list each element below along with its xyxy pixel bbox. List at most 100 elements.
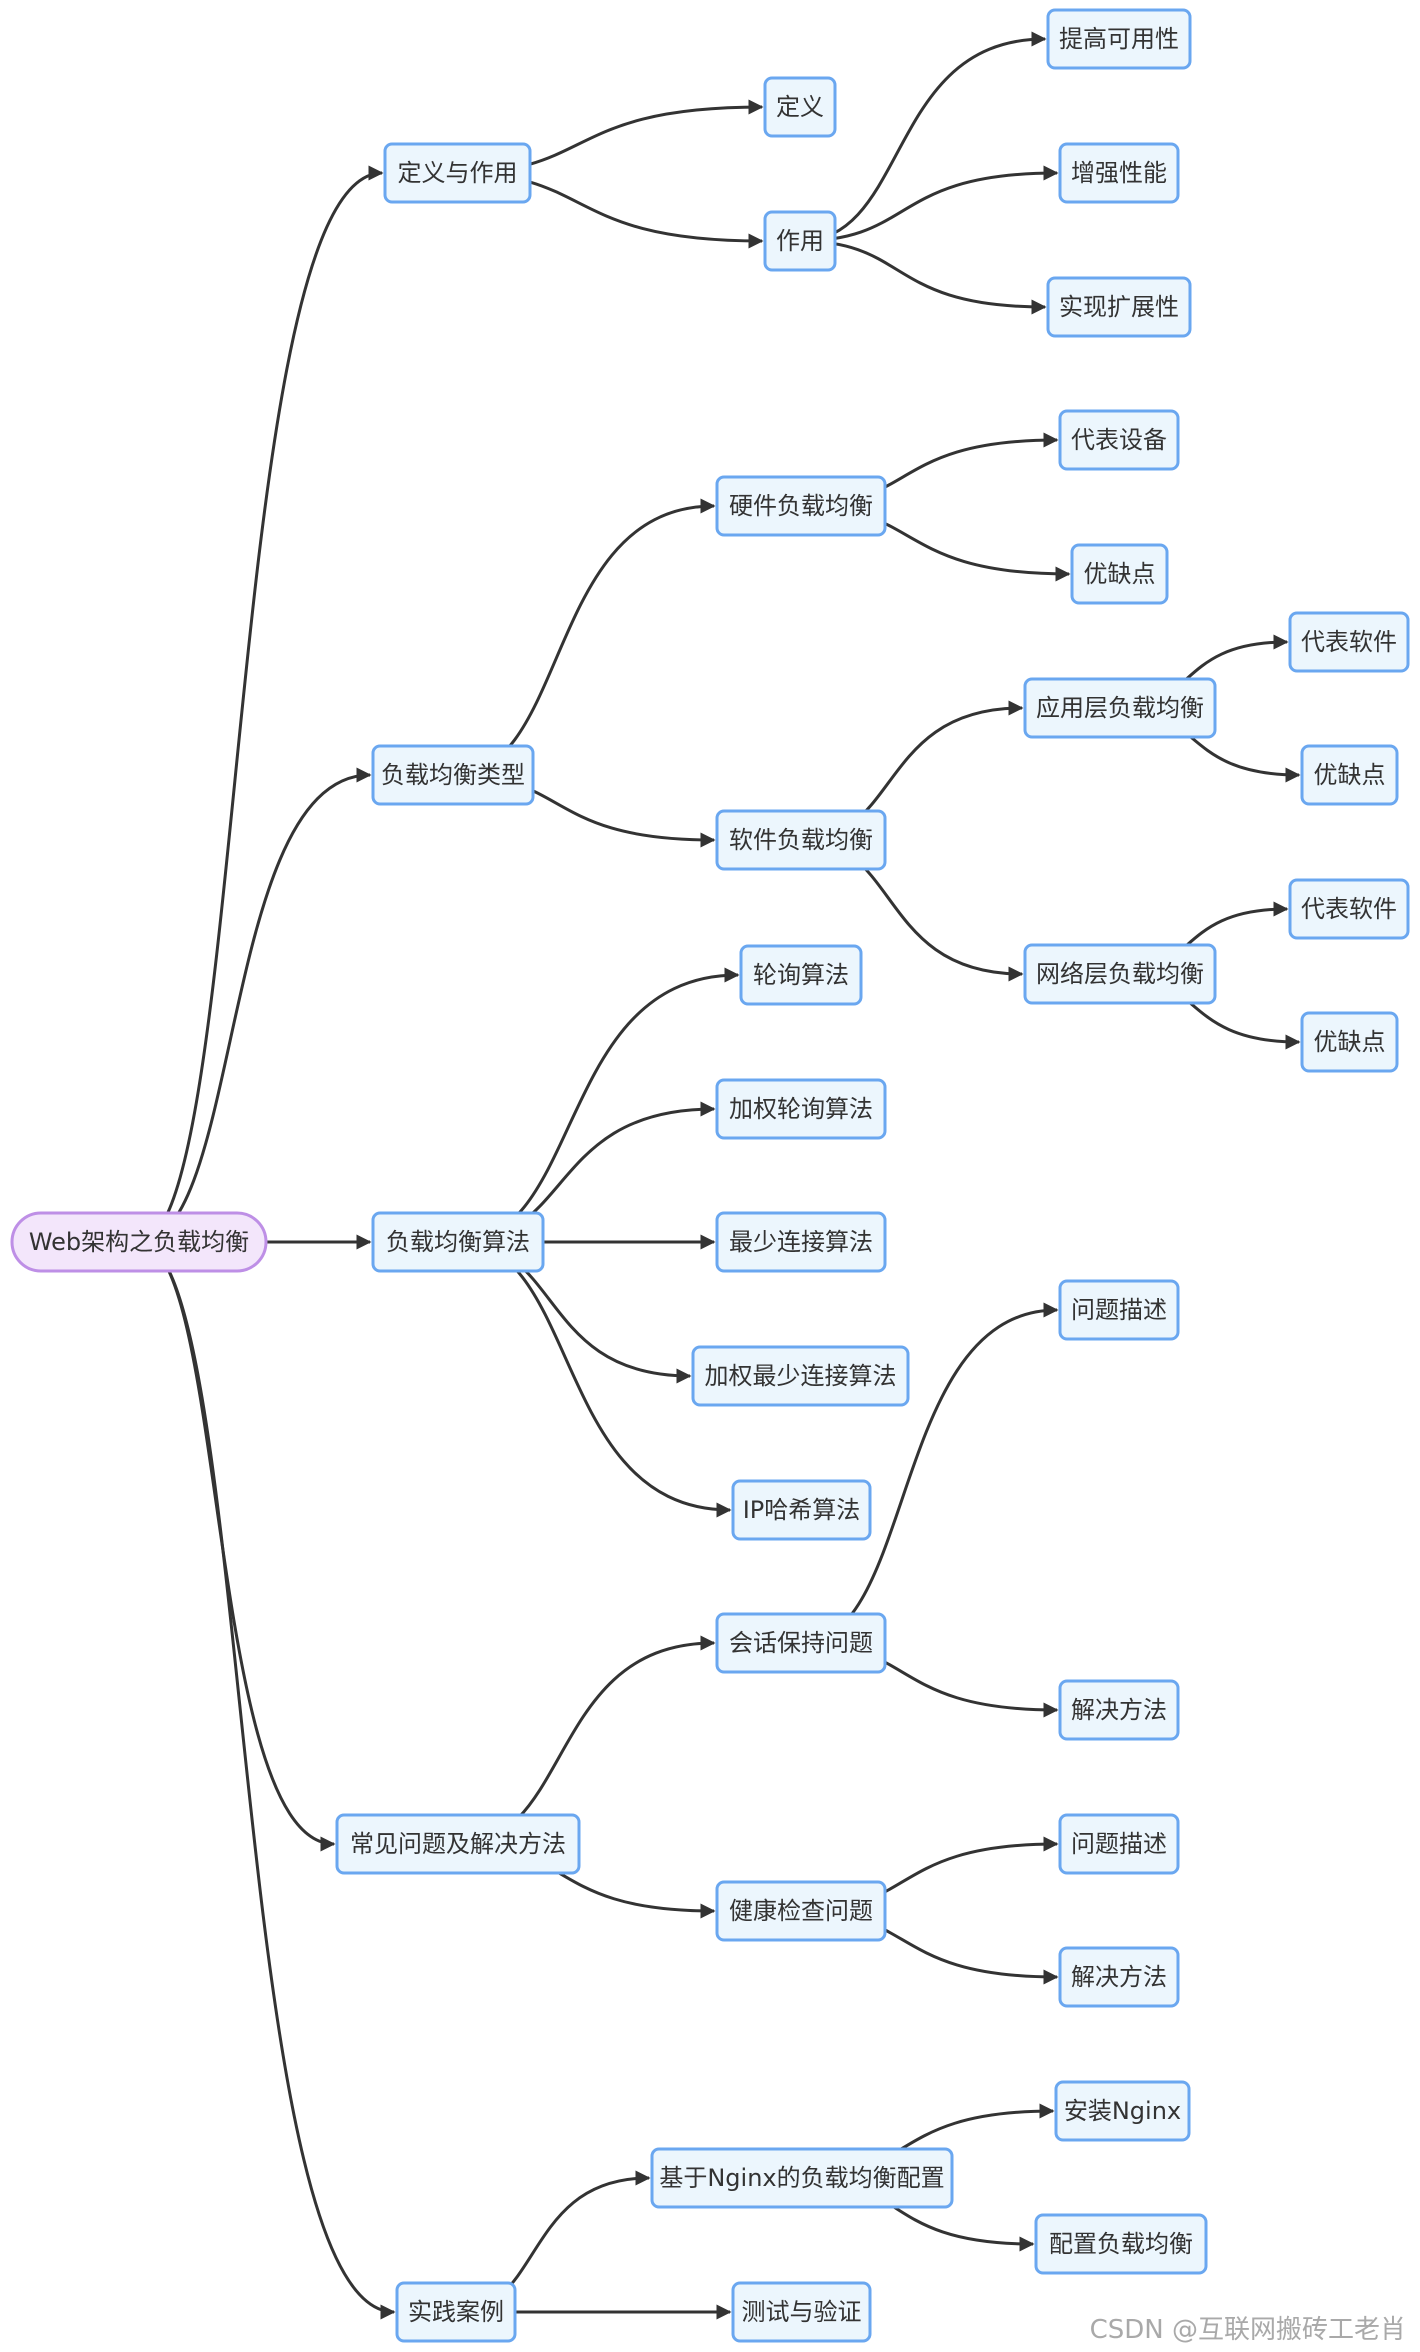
node-label-s4-c1: 测试与验证 xyxy=(742,2298,862,2326)
node-label-s2-c2: 最少连接算法 xyxy=(729,1228,873,1256)
node-label-s3-c1-c0: 问题描述 xyxy=(1071,1830,1167,1858)
node-s4-c1: 测试与验证 xyxy=(731,2281,872,2343)
node-box-s3-c0-c0 xyxy=(1058,1279,1180,1341)
edge-root-to-s3 xyxy=(138,1240,336,1852)
node-s1-c0-c0: 代表设备 xyxy=(1058,409,1180,471)
node-box-s0-c1-c1 xyxy=(1058,142,1180,204)
node-s0-c1-c2: 实现扩展性 xyxy=(1046,276,1192,338)
node-box-s1-c1-c1-c0 xyxy=(1288,878,1410,940)
node-s1-c0-c1: 优缺点 xyxy=(1070,543,1169,605)
node-s1: 负载均衡类型 xyxy=(371,744,535,806)
root-node-box xyxy=(10,1211,268,1273)
node-s1-c0: 硬件负载均衡 xyxy=(715,475,887,537)
node-s0-c1-c0: 提高可用性 xyxy=(1046,8,1192,70)
node-label-s4-c0-c1: 配置负载均衡 xyxy=(1049,2230,1193,2258)
node-box-s1-c0 xyxy=(715,475,887,537)
node-s3-c1-c1: 解决方法 xyxy=(1058,1946,1180,2008)
node-box-s2-c2 xyxy=(715,1211,887,1273)
node-label-s1-c0-c0: 代表设备 xyxy=(1071,426,1167,454)
edge-root-to-s4 xyxy=(138,1240,396,2320)
root-node-label: Web架构之负载均衡 xyxy=(29,1228,249,1256)
node-label-s4-c0-c0: 安装Nginx xyxy=(1064,2097,1181,2125)
node-s3-c0: 会话保持问题 xyxy=(715,1612,887,1674)
node-label-s2-c4: IP哈希算法 xyxy=(743,1496,861,1524)
edge-root-to-s1 xyxy=(138,767,372,1244)
node-s4-c0: 基于Nginx的负载均衡配置 xyxy=(650,2147,954,2209)
watermark: CSDN @互联网搬砖工老肖 xyxy=(1089,2315,1406,2345)
node-box-s0-c0 xyxy=(763,76,837,138)
node-s1-c1-c0-c0: 代表软件 xyxy=(1288,611,1410,673)
node-s3-c0-c0: 问题描述 xyxy=(1058,1279,1180,1341)
node-box-s1-c1-c0-c1 xyxy=(1300,744,1399,806)
node-label-s2: 负载均衡算法 xyxy=(386,1228,530,1256)
node-box-s2-c1 xyxy=(715,1078,887,1140)
node-box-s3-c0-c1 xyxy=(1058,1679,1180,1741)
node-box-s0-c1-c0 xyxy=(1046,8,1192,70)
node-s1-c1-c0-c1: 优缺点 xyxy=(1300,744,1399,806)
node-label-s0-c1-c2: 实现扩展性 xyxy=(1059,293,1179,321)
node-s1-c1-c1-c1: 优缺点 xyxy=(1300,1011,1399,1073)
node-s2-c3: 加权最少连接算法 xyxy=(691,1345,910,1407)
node-label-s0: 定义与作用 xyxy=(398,159,518,187)
node-box-s1-c1-c1-c1 xyxy=(1300,1011,1399,1073)
node-box-s3-c1 xyxy=(715,1880,887,1942)
node-label-s1-c1-c1-c1: 优缺点 xyxy=(1314,1028,1386,1056)
node-s4-c0-c1: 配置负载均衡 xyxy=(1034,2213,1208,2275)
node-s3-c1-c0: 问题描述 xyxy=(1058,1813,1180,1875)
node-box-s3-c0 xyxy=(715,1612,887,1674)
node-s2-c0: 轮询算法 xyxy=(739,944,863,1006)
node-box-s1-c0-c0 xyxy=(1058,409,1180,471)
node-box-s4-c0 xyxy=(650,2147,954,2209)
node-label-s3: 常见问题及解决方法 xyxy=(350,1830,566,1858)
node-s0-c1-c1: 增强性能 xyxy=(1058,142,1180,204)
node-box-s4-c0-c1 xyxy=(1034,2213,1208,2275)
node-label-s2-c3: 加权最少连接算法 xyxy=(705,1362,897,1390)
node-box-s2-c4 xyxy=(731,1479,872,1541)
node-s3: 常见问题及解决方法 xyxy=(335,1813,581,1875)
node-box-s3-c1-c0 xyxy=(1058,1813,1180,1875)
edge-s0-c1-to-s0-c1-c2 xyxy=(799,239,1047,315)
node-box-s0 xyxy=(383,142,532,204)
node-label-s0-c1-c1: 增强性能 xyxy=(1071,159,1167,187)
node-box-s2-c0 xyxy=(739,944,863,1006)
node-box-s2 xyxy=(371,1211,545,1273)
edge-root-to-s0 xyxy=(138,165,384,1244)
node-label-s1-c1: 软件负载均衡 xyxy=(729,826,873,854)
edge-s0-c1-to-s0-c1-c0 xyxy=(799,31,1047,243)
node-s3-c1: 健康检查问题 xyxy=(715,1880,887,1942)
node-box-s1-c1-c0-c0 xyxy=(1288,611,1410,673)
node-label-s3-c0-c1: 解决方法 xyxy=(1071,1696,1167,1724)
node-label-s0-c0: 定义 xyxy=(776,93,824,121)
node-box-s1-c0-c1 xyxy=(1070,543,1169,605)
node-box-s0-c1 xyxy=(763,210,837,272)
node-label-s2-c1: 加权轮询算法 xyxy=(729,1095,873,1123)
node-label-s2-c0: 轮询算法 xyxy=(753,961,849,989)
node-s1-c1-c0: 应用层负载均衡 xyxy=(1023,677,1217,739)
node-label-s1-c0-c1: 优缺点 xyxy=(1084,560,1156,588)
edge-s1-to-s1-c0 xyxy=(452,498,716,777)
node-box-s1-c1 xyxy=(715,809,887,871)
node-s2-c2: 最少连接算法 xyxy=(715,1211,887,1273)
node-label-s3-c0-c0: 问题描述 xyxy=(1071,1296,1167,1324)
node-s4: 实践案例 xyxy=(395,2281,517,2343)
node-label-s0-c1-c0: 提高可用性 xyxy=(1059,25,1179,53)
node-s2: 负载均衡算法 xyxy=(371,1211,545,1273)
node-box-s2-c3 xyxy=(691,1345,910,1407)
node-label-s3-c1: 健康检查问题 xyxy=(729,1897,873,1925)
node-s0: 定义与作用 xyxy=(383,142,532,204)
node-s2-c4: IP哈希算法 xyxy=(731,1479,872,1541)
node-label-s1-c1-c1-c0: 代表软件 xyxy=(1301,895,1397,923)
node-s4-c0-c0: 安装Nginx xyxy=(1054,2080,1191,2142)
node-label-s3-c0: 会话保持问题 xyxy=(729,1629,873,1657)
node-label-s1-c1-c0-c1: 优缺点 xyxy=(1314,761,1386,789)
node-label-s4-c0: 基于Nginx的负载均衡配置 xyxy=(659,2164,944,2192)
node-box-s0-c1-c2 xyxy=(1046,276,1192,338)
node-s0-c0: 定义 xyxy=(763,76,837,138)
node-s1-c1: 软件负载均衡 xyxy=(715,809,887,871)
node-box-s4-c0-c0 xyxy=(1054,2080,1191,2142)
node-label-s1-c1-c0-c0: 代表软件 xyxy=(1301,628,1397,656)
node-label-s1: 负载均衡类型 xyxy=(381,761,525,789)
node-box-s4-c1 xyxy=(731,2281,872,2343)
node-box-s3-c1-c1 xyxy=(1058,1946,1180,2008)
node-box-s1-c1-c0 xyxy=(1023,677,1217,739)
